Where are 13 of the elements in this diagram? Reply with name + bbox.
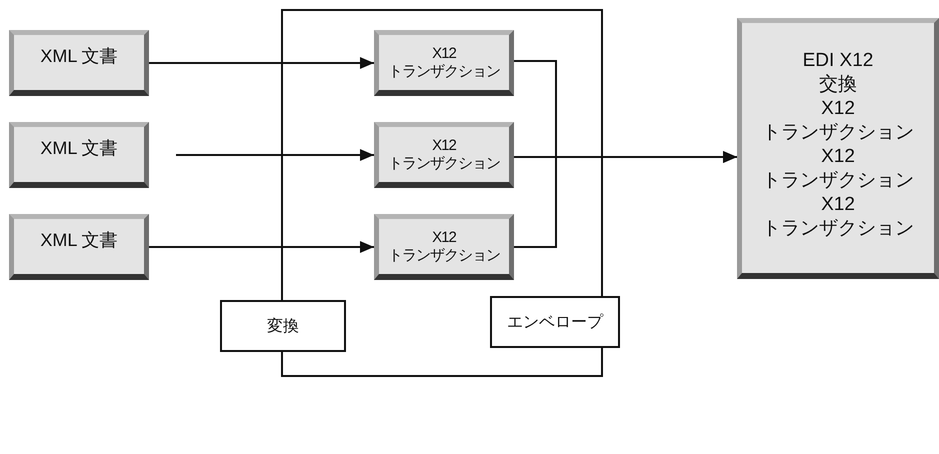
transaction-box: X12 トランザクション xyxy=(374,122,514,188)
arrow xyxy=(514,151,737,248)
process-box: エンベロープ xyxy=(490,296,620,348)
arrow xyxy=(176,149,374,161)
arrow xyxy=(149,241,374,253)
document-box: XML 文書 xyxy=(9,122,149,188)
process-box: 変換 xyxy=(220,300,346,352)
transaction-box: X12 トランザクション xyxy=(374,214,514,280)
arrow xyxy=(149,57,374,69)
transaction-box: X12 トランザクション xyxy=(374,30,514,96)
document-box: XML 文書 xyxy=(9,214,149,280)
document-box: XML 文書 xyxy=(9,30,149,96)
interchange-box: EDI X12 交換 X12 トランザクション X12 トランザクション X12 トランザクション xyxy=(737,18,939,279)
